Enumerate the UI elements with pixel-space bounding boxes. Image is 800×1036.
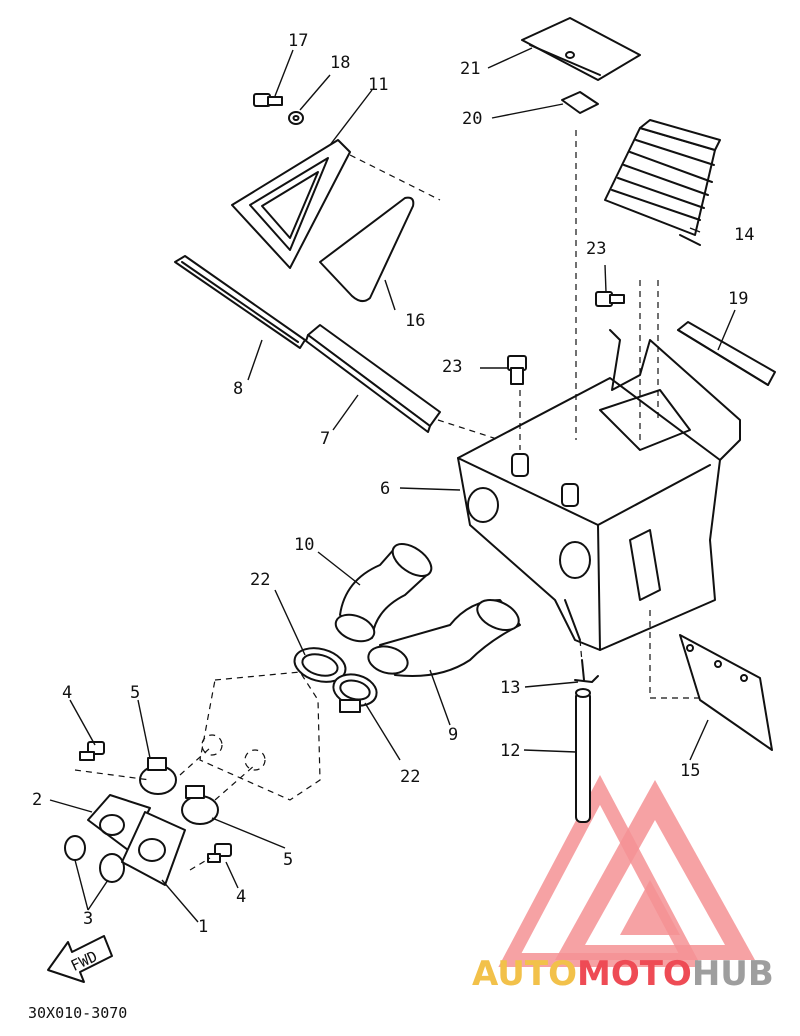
callout-23-lower: 23	[442, 357, 462, 377]
part-14-intake-duct	[604, 119, 721, 246]
leader-lines	[49, 47, 736, 923]
callout-1: 1	[198, 917, 208, 937]
callout-22-upper: 22	[250, 570, 270, 590]
part-12-drain-pipe	[575, 688, 591, 823]
watermark-moto: MOTO	[577, 954, 692, 994]
part-18-washer	[288, 111, 304, 125]
engine-outline	[199, 671, 321, 801]
part-1-joint	[121, 811, 186, 886]
part-10-hose	[334, 543, 433, 643]
callout-2: 2	[32, 790, 42, 810]
callout-7: 7	[320, 429, 330, 449]
callout-12: 12	[500, 741, 520, 761]
part-23-bolt-middle	[507, 355, 527, 385]
watermark-hub: HUB	[692, 954, 774, 994]
callout-6: 6	[380, 479, 390, 499]
part-13-clip	[574, 659, 599, 683]
callout-5-lower: 5	[283, 850, 293, 870]
part-3-o-ring-right	[99, 853, 125, 883]
callout-3: 3	[83, 909, 93, 929]
callout-21: 21	[460, 59, 480, 79]
callout-23-upper: 23	[586, 239, 606, 259]
part-15-plate	[679, 634, 773, 751]
part-4-bolt-lower	[207, 843, 232, 863]
watermark-text: AUTOMOTOHUB	[472, 954, 774, 994]
callout-5-upper: 5	[130, 683, 140, 703]
watermark-auto: AUTO	[472, 954, 577, 994]
callout-15: 15	[680, 761, 700, 781]
fwd-arrow-icon: FWD	[47, 935, 113, 983]
part-19-strip	[677, 321, 776, 386]
callout-16: 16	[405, 311, 425, 331]
part-8-gasket-plate	[174, 255, 306, 349]
callout-9: 9	[448, 725, 458, 745]
part-5-clamp-lower	[181, 785, 219, 825]
part-20-pad	[561, 91, 599, 114]
part-23-bolt-upper	[595, 291, 625, 307]
drawing-code: 30X010-3070	[28, 1004, 127, 1022]
part-22-clamp-right	[332, 673, 378, 713]
part-5-clamp-upper	[139, 757, 177, 795]
part-9-hose	[367, 598, 521, 677]
callout-14: 14	[734, 225, 754, 245]
callout-4-upper: 4	[62, 683, 72, 703]
callout-22-lower: 22	[400, 767, 420, 787]
part-6-air-filter-case	[437, 329, 741, 651]
callout-8: 8	[233, 379, 243, 399]
part-16-seal	[319, 196, 415, 302]
part-21-cover	[521, 17, 641, 81]
part-17-bolt	[253, 93, 283, 107]
callout-11: 11	[368, 75, 388, 95]
part-11-filter-frame	[231, 139, 441, 269]
callout-19: 19	[728, 289, 748, 309]
part-7-filter-element	[305, 324, 441, 433]
callout-17: 17	[288, 31, 308, 51]
part-22-clamp-left	[293, 647, 347, 683]
callout-10: 10	[294, 535, 314, 555]
part-4-bolt-upper	[79, 741, 105, 761]
callout-18: 18	[330, 53, 350, 73]
callout-13: 13	[500, 678, 520, 698]
watermark-logo-icon	[498, 775, 755, 967]
callout-4-lower: 4	[236, 887, 246, 907]
callout-20: 20	[462, 109, 482, 129]
part-3-o-ring-left	[64, 835, 86, 861]
